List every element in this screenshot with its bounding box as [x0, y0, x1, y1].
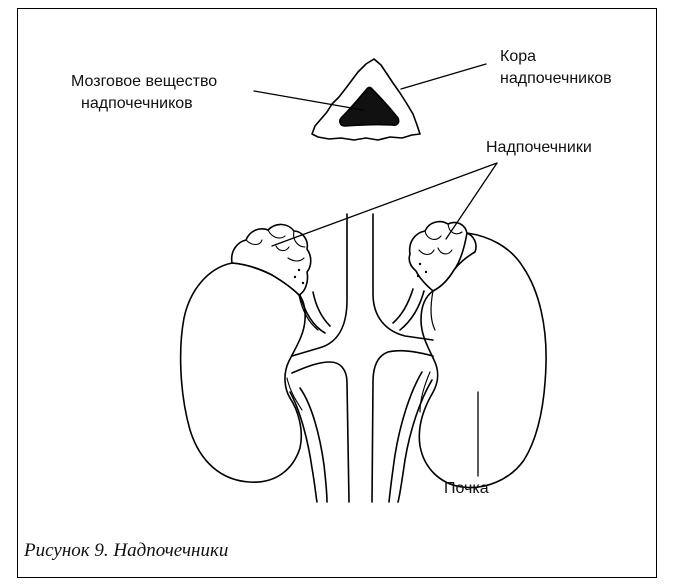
right-adrenal-gland — [409, 222, 476, 291]
right-kidney — [389, 233, 546, 502]
adrenal-cross-section — [254, 59, 486, 140]
left-adrenal-gland — [232, 224, 311, 295]
right-adrenal-outline — [409, 222, 476, 291]
right-ureter — [389, 372, 432, 502]
medulla-leader — [254, 91, 363, 110]
left-kidney — [181, 263, 327, 502]
right-adrenal-vein — [393, 289, 424, 330]
left-ureter — [290, 388, 327, 502]
label-cortex-line1: Кора — [500, 48, 536, 65]
label-cortex-line2: надпочечников — [500, 70, 612, 87]
label-medulla-line2: надпочечников — [81, 95, 193, 112]
adrenal-medulla — [340, 87, 399, 126]
label-adrenal-glands: Надпочечники — [486, 139, 592, 156]
left-kidney-outline — [181, 263, 306, 482]
great-vessels — [292, 214, 433, 502]
label-kidney: Почка — [444, 480, 489, 497]
figure-caption: Рисунок 9. Надпочечники — [24, 540, 228, 562]
adrenal-leader-left — [272, 163, 497, 246]
vessel-right — [373, 214, 433, 340]
right-kidney-outline — [419, 233, 546, 488]
cortex-leader — [401, 64, 486, 89]
right-kidney-hilum — [431, 291, 435, 330]
label-medulla-line1: Мозговое вещество — [71, 73, 217, 90]
adrenal-leader-right — [446, 163, 497, 239]
